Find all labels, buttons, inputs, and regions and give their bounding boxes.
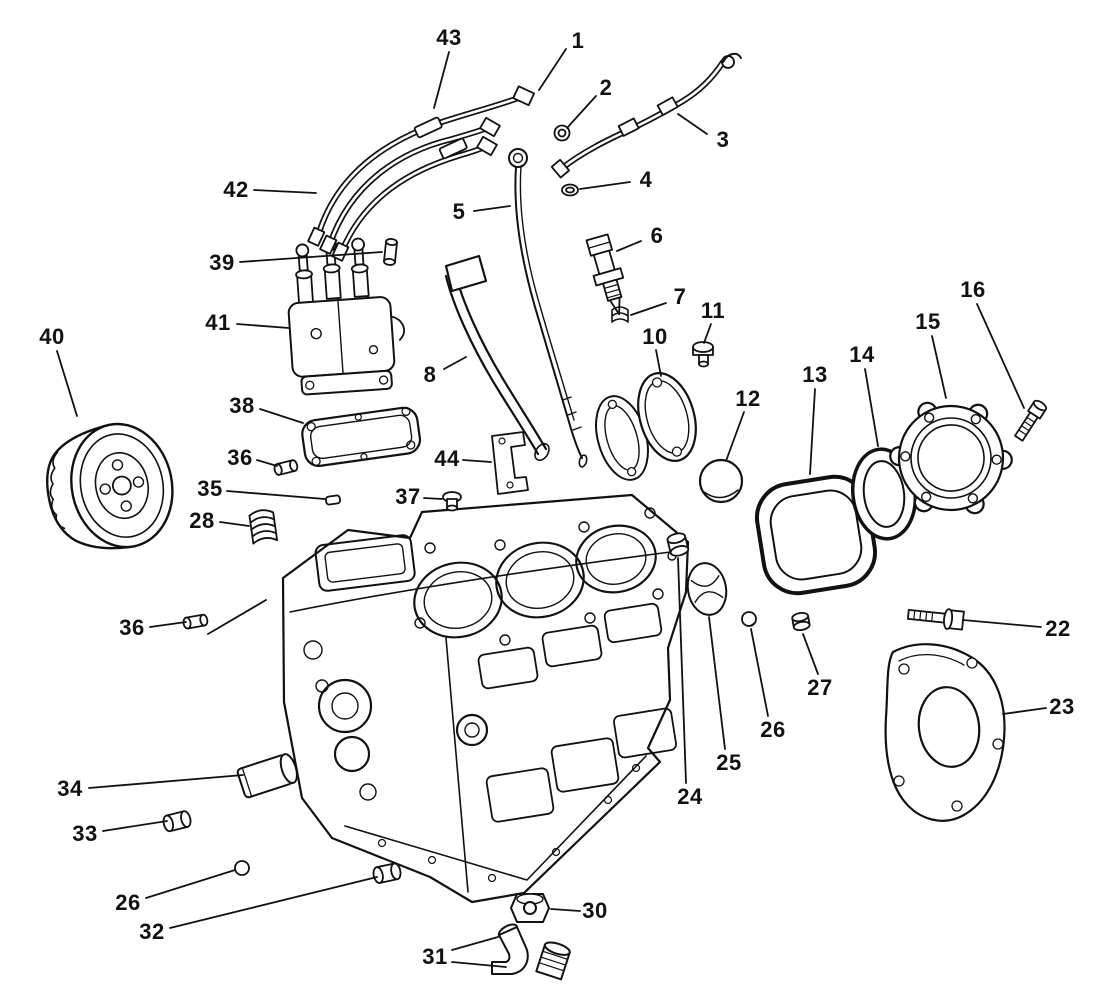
end-plate-23-drawing (884, 643, 1006, 822)
dipstick-drawing (508, 148, 588, 468)
dipstick-tube-drawing (444, 254, 550, 462)
callout-23: 23 (1049, 694, 1075, 719)
rear-cover-15-drawing (889, 401, 1013, 515)
fuel-injection-lines-drawing (307, 85, 536, 262)
plug-36-lower-drawing (182, 613, 209, 630)
callout-11: 11 (700, 298, 726, 323)
callout-12: 12 (735, 386, 761, 411)
plug-24-drawing (666, 532, 690, 557)
plug-11-drawing (692, 341, 714, 368)
callout-35: 35 (197, 476, 223, 501)
cylinder-block-drawing (281, 493, 690, 904)
callout-3: 3 (716, 127, 730, 152)
callout-14: 14 (849, 342, 875, 367)
bracket-44-drawing (491, 431, 529, 495)
leader-lines (56, 48, 1047, 968)
cup-plug-12-drawing (698, 458, 744, 504)
callout-1: 1 (571, 28, 585, 53)
pin-35-drawing (324, 494, 342, 506)
plug-37-drawing (442, 491, 462, 512)
bolt-22-drawing (906, 608, 965, 631)
callout-36-lower: 36 (119, 615, 145, 640)
bolt-16-drawing (1014, 399, 1048, 442)
callout-24: 24 (677, 784, 703, 809)
callout-5: 5 (452, 199, 466, 224)
callout-37: 37 (395, 484, 421, 509)
callout-4: 4 (639, 167, 653, 192)
cover-gasket-9-drawing (595, 395, 649, 481)
callout-15: 15 (915, 309, 941, 334)
callout-7: 7 (673, 284, 687, 309)
pump-gasket-drawing (301, 406, 422, 467)
cover-plate-10-drawing (637, 372, 697, 462)
washer-2-drawing (553, 124, 571, 142)
callout-16: 16 (960, 277, 986, 302)
spring-28-drawing (248, 509, 279, 545)
elbow-fitting-31-drawing (491, 923, 571, 981)
callout-25: 25 (716, 750, 742, 775)
oil-filter-drawing (45, 422, 174, 550)
callout-22: 22 (1045, 616, 1071, 641)
callout-36-upper: 36 (227, 445, 253, 470)
stud-39-drawing (383, 238, 398, 266)
callout-44: 44 (434, 446, 460, 471)
nut-30-drawing (510, 893, 550, 923)
line-clamps-drawing (413, 116, 468, 160)
callout-31: 31 (422, 944, 448, 969)
plug-36-upper-drawing (273, 459, 299, 476)
callout-6: 6 (650, 223, 664, 248)
seal-14-drawing (850, 447, 918, 541)
plug-27-drawing (791, 611, 811, 632)
fuel-return-line-drawing (550, 52, 742, 179)
spring-pin-drawing (611, 306, 629, 323)
callout-39: 39 (209, 250, 235, 275)
callout-30: 30 (582, 898, 608, 923)
injector-drawing (585, 233, 625, 316)
plug-33-drawing (162, 810, 192, 833)
callout-32: 32 (139, 919, 165, 944)
callout-38: 38 (229, 393, 255, 418)
callout-41: 41 (205, 310, 231, 335)
callout-42: 42 (223, 177, 249, 202)
washer-4-drawing (561, 183, 579, 197)
callout-13: 13 (802, 362, 828, 387)
callout-33: 33 (72, 821, 98, 846)
callout-2: 2 (599, 75, 613, 100)
dowel-tube-34-drawing (236, 753, 298, 799)
callout-34: 34 (57, 776, 83, 801)
callout-8: 8 (423, 362, 437, 387)
callout-26-right: 26 (760, 717, 786, 742)
plug-26-left-drawing (234, 860, 250, 876)
plug-26-right-drawing (741, 611, 757, 627)
callout-40: 40 (39, 324, 65, 349)
callout-27: 27 (807, 675, 833, 700)
callout-10: 10 (642, 324, 668, 349)
callout-26-left: 26 (115, 890, 141, 915)
plug-32-drawing (372, 862, 402, 884)
expansion-disc-25-drawing (686, 562, 728, 616)
callout-43: 43 (436, 25, 462, 50)
callout-28: 28 (189, 508, 215, 533)
